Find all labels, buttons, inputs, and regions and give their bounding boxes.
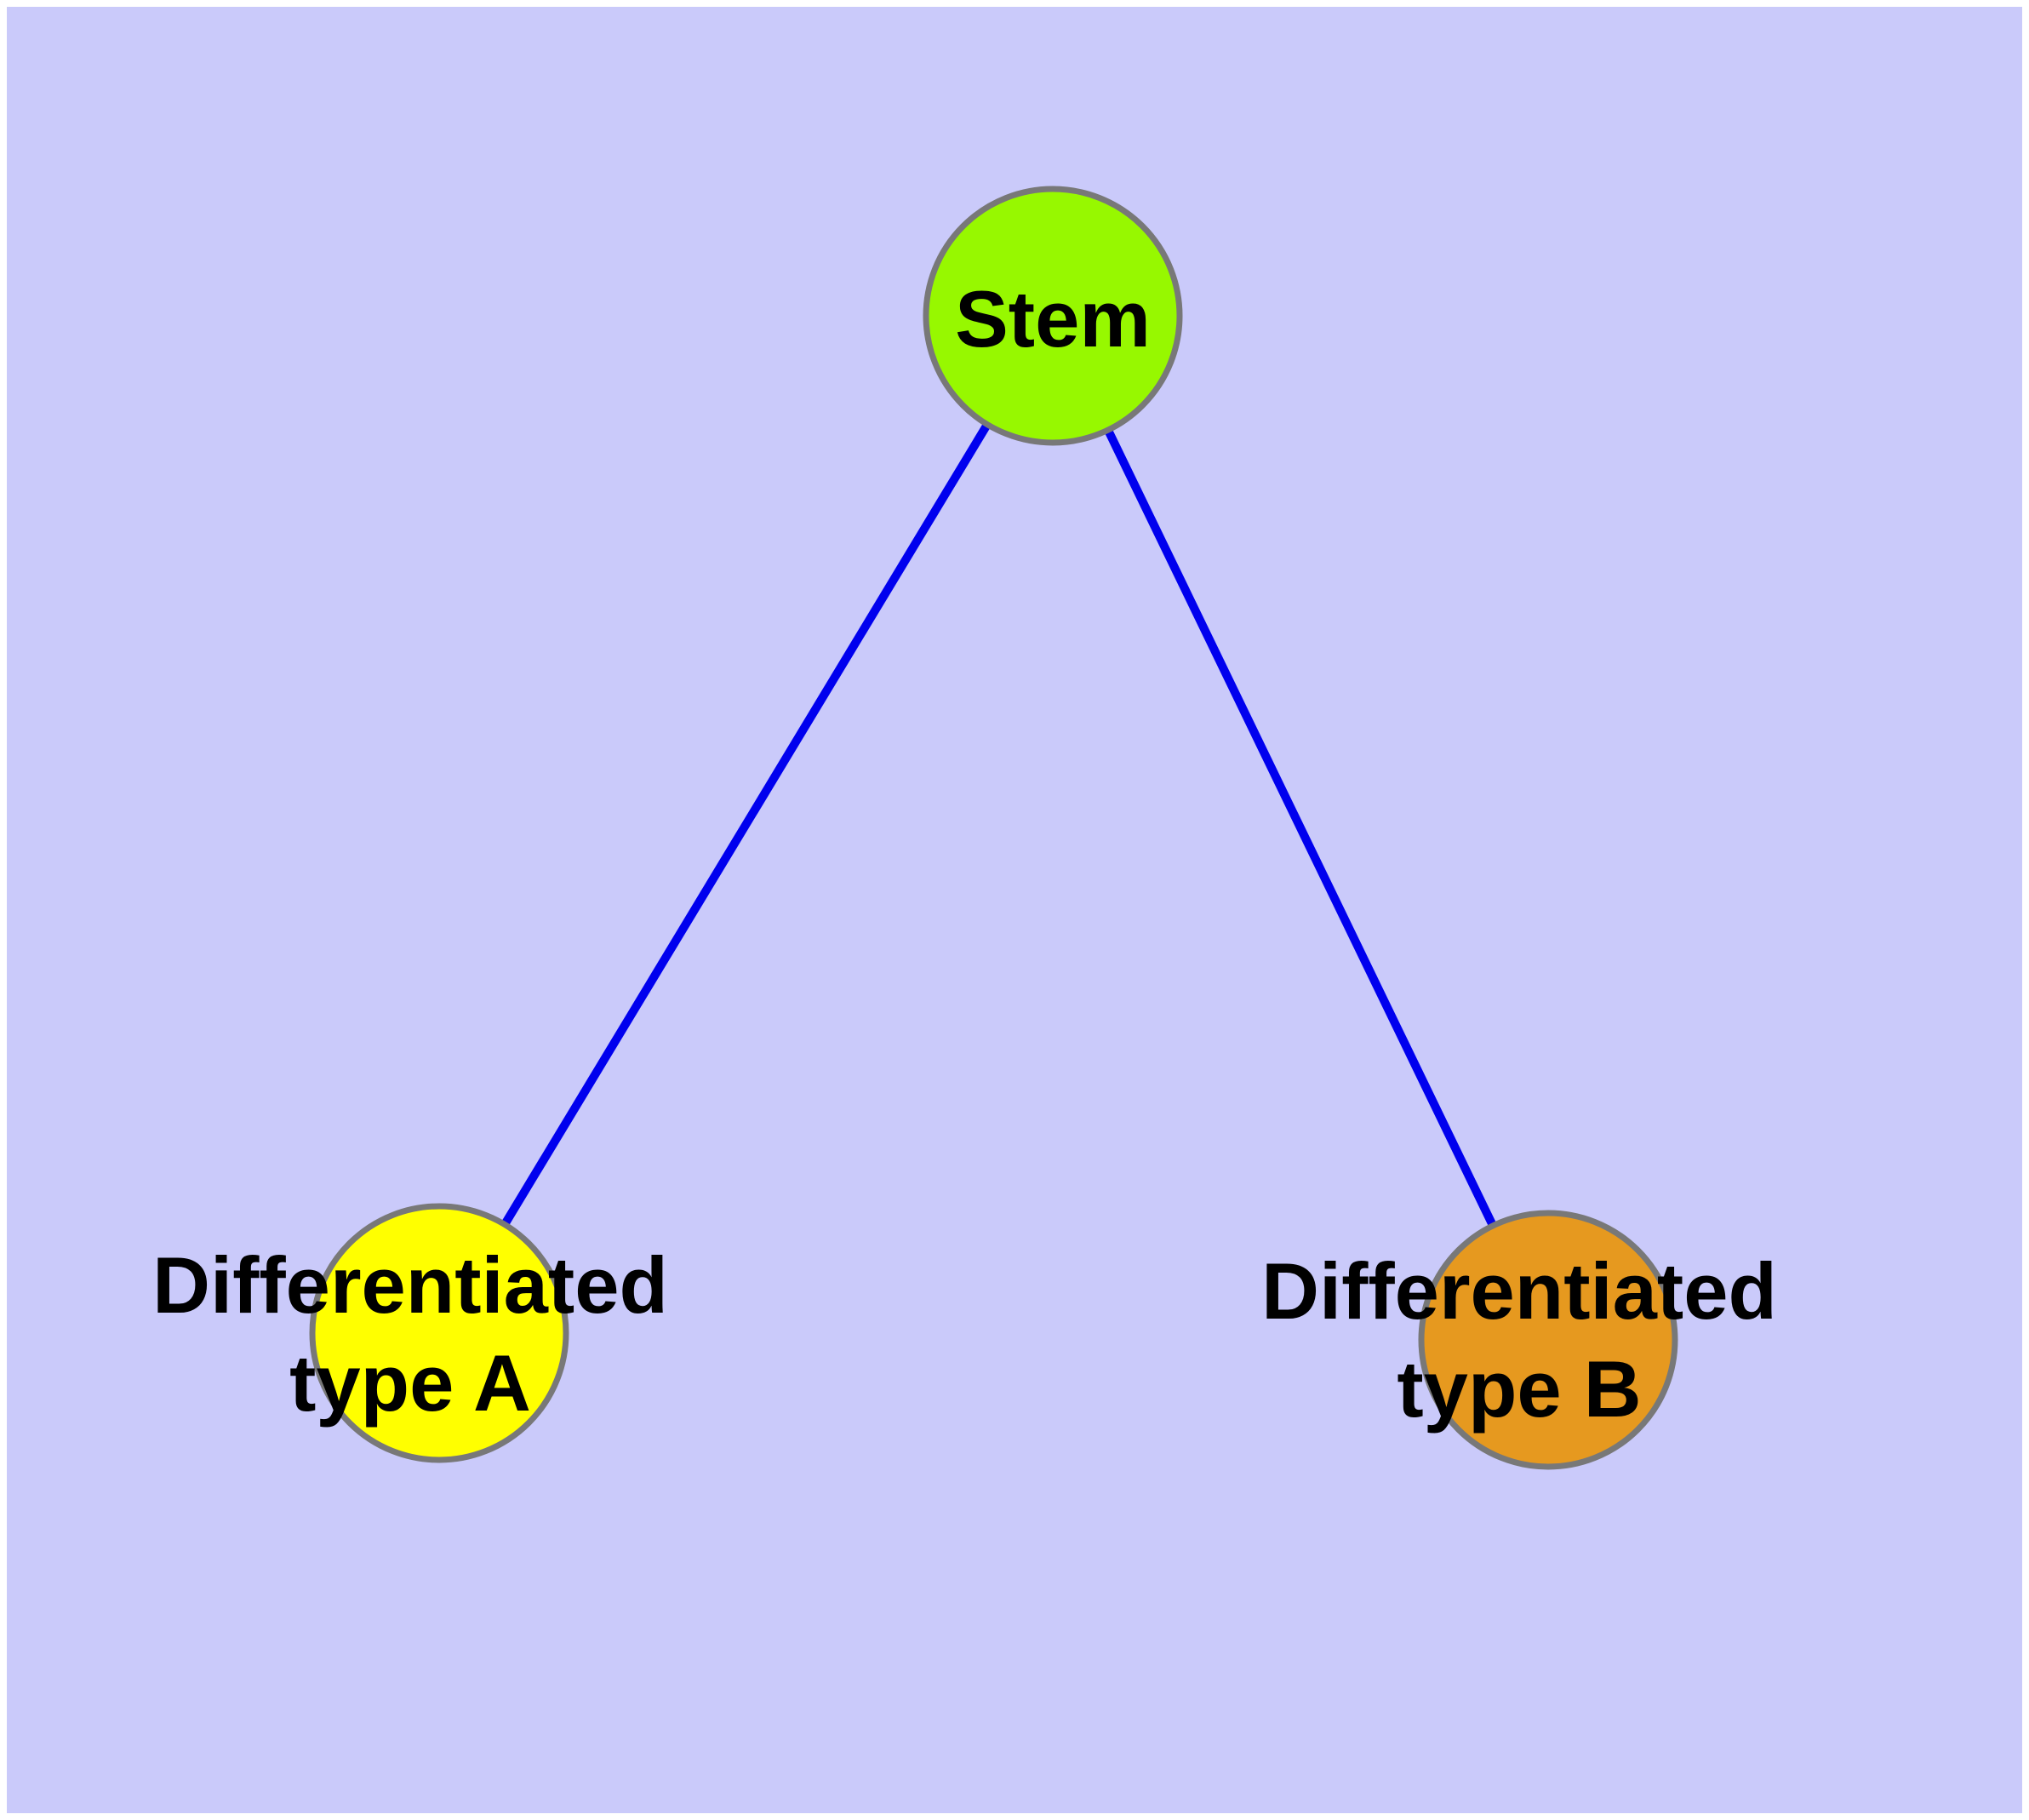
- differentiated-type-b-label-line2: type B: [1397, 1344, 1641, 1434]
- edge-stem-to-type-b: [1049, 313, 1552, 1342]
- differentiated-type-a-label-line1: Differentiated: [152, 1240, 668, 1330]
- stem-node-label: Stem: [955, 274, 1151, 363]
- differentiated-type-a-label-line2: type A: [289, 1338, 531, 1428]
- differentiated-type-b-label-line1: Differentiated: [1261, 1246, 1777, 1336]
- differentiated-type-a-node: [309, 1203, 569, 1463]
- differentiated-type-b-node: [1418, 1210, 1678, 1470]
- edge-stem-to-type-a: [435, 313, 1057, 1336]
- stem-node: [923, 186, 1183, 446]
